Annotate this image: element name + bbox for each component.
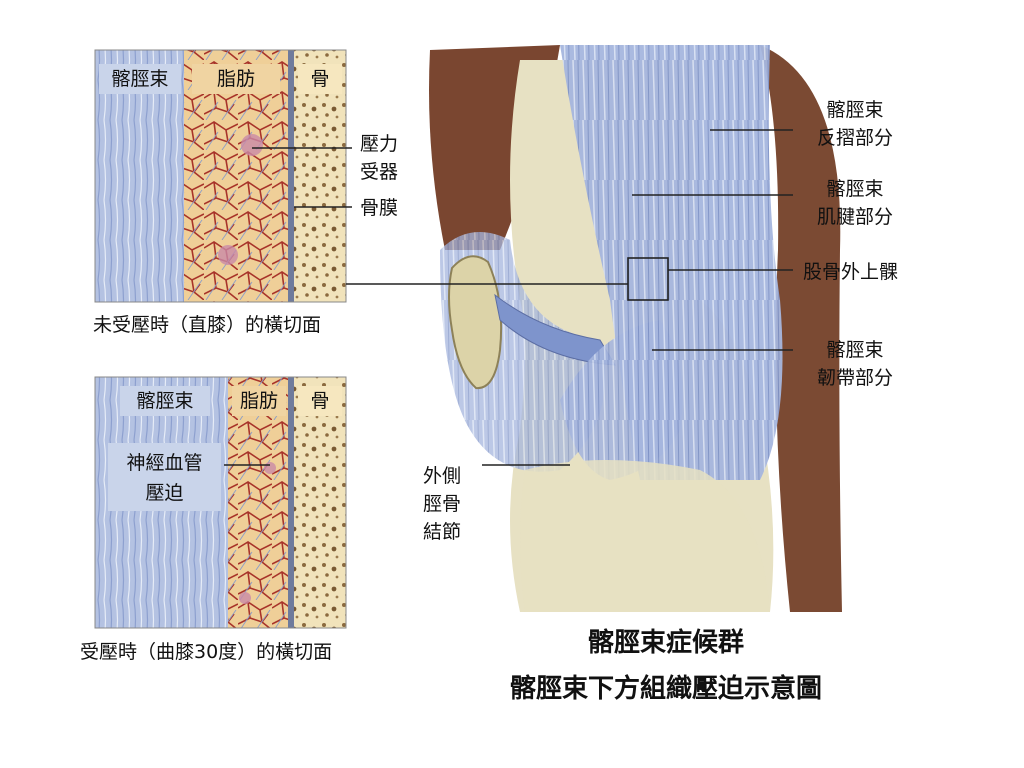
bottom-panel-caption: 受壓時（曲膝30度）的橫切面 (80, 641, 333, 663)
bottom-fat-tag: 脂肪 (232, 386, 286, 416)
tibia-line3: 結節 (422, 521, 461, 543)
tendon-line2: 肌腱部分 (816, 206, 893, 228)
bottom-bone-tag: 骨 (298, 386, 342, 416)
tibia-line1: 外側 (422, 465, 461, 487)
ligament-portion-label: 髂脛束 韌帶部分 (800, 336, 910, 392)
knee-illustration (429, 45, 842, 612)
reflex-portion-label: 髂脛束 反摺部分 (800, 96, 910, 152)
top-bone-tag: 骨 (298, 64, 342, 94)
tibia-line2: 脛骨 (422, 493, 461, 515)
top-fat-tag: 脂肪 (192, 64, 280, 94)
pressure-receptor-label: 壓力 受器 (354, 130, 404, 186)
lateral-tibial-tubercle-label: 外側 脛骨 結節 (412, 462, 472, 546)
receptor-line1: 壓力 (359, 133, 398, 155)
epicondyle-label: 股骨外上髁 (803, 261, 899, 283)
bottom-cross-section (94, 376, 347, 629)
tendon-portion-label: 髂脛束 肌腱部分 (800, 175, 910, 231)
tendon-line1: 髂脛束 (826, 178, 884, 200)
nerve-line2: 壓迫 (145, 482, 184, 504)
periosteum-label: 骨膜 (359, 197, 398, 219)
top-itb-tag: 髂脛束 (99, 64, 181, 94)
diagram-subtitle: 髂脛束下方組織壓迫示意圖 (509, 674, 822, 704)
bottom-itb-tag: 髂脛束 (120, 386, 210, 416)
reflex-line1: 髂脛束 (826, 99, 884, 121)
nerve-line1: 神經血管 (126, 452, 203, 474)
diagram-title: 髂脛束症候群 (587, 628, 744, 658)
ligament-line2: 韌帶部分 (816, 367, 893, 389)
receptor-line2: 受器 (359, 161, 398, 183)
nerve-compression-label: 神經血管 壓迫 (108, 448, 221, 508)
reflex-line2: 反摺部分 (816, 127, 893, 149)
ligament-line1: 髂脛束 (826, 339, 884, 361)
top-panel-caption: 未受壓時（直膝）的橫切面 (93, 314, 322, 336)
leader-lines (224, 129, 793, 466)
